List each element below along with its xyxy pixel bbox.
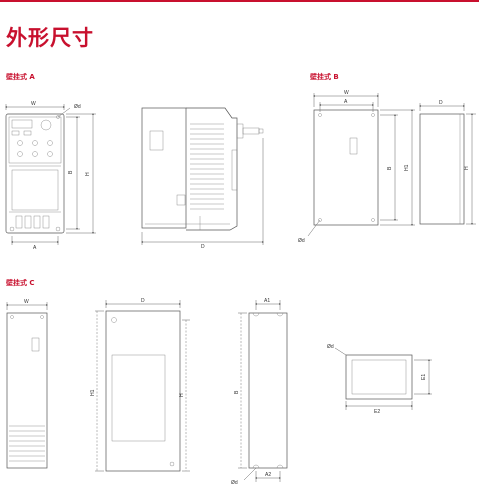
label-a-a: A: [33, 245, 37, 251]
label-c-od: Ød: [231, 480, 238, 486]
section-title-b: 壁挂式 B: [310, 73, 339, 81]
label-b-b: B: [387, 166, 393, 170]
label-c-b: B: [234, 390, 240, 394]
label-a-b: B: [68, 170, 74, 174]
drawing-c-cutout: [334, 347, 432, 410]
label-c-a2: A2: [265, 472, 271, 478]
drawing-c-rear: [238, 300, 288, 482]
label-a-d: D: [201, 244, 205, 250]
drawing-b-front: [307, 93, 415, 237]
section-title-a: 壁挂式 A: [6, 73, 35, 81]
label-c-e2: E2: [374, 409, 380, 415]
label-b-h1: H1: [404, 164, 410, 171]
drawing-b-side: [419, 103, 476, 225]
label-a-w: W: [31, 101, 36, 107]
drawing-a-side: [141, 107, 264, 245]
label-b-w: W: [344, 90, 349, 96]
section-title-c: 壁挂式 C: [6, 279, 35, 287]
top-rule: [0, 0, 479, 2]
label-a-od: Ød: [74, 104, 81, 110]
label-b-a: A: [344, 99, 348, 105]
label-c-w: W: [24, 299, 29, 305]
label-c-d: D: [141, 298, 145, 304]
label-c-e1: E1: [421, 374, 427, 380]
label-c-h: H: [179, 393, 185, 397]
label-c-cutout-od: Ød: [327, 344, 334, 350]
drawing-c-front: [6, 302, 48, 469]
label-b-h: H: [464, 166, 470, 170]
page-title: 外形尺寸: [6, 26, 94, 50]
label-b-od: Ød: [298, 238, 305, 244]
label-a-h: H: [85, 172, 91, 176]
drawing-a-front: [5, 104, 96, 245]
drawing-c-side: [95, 300, 190, 472]
label-c-h1: H1: [90, 389, 96, 396]
label-c-a1: A1: [264, 298, 270, 304]
label-b-d: D: [439, 100, 443, 106]
